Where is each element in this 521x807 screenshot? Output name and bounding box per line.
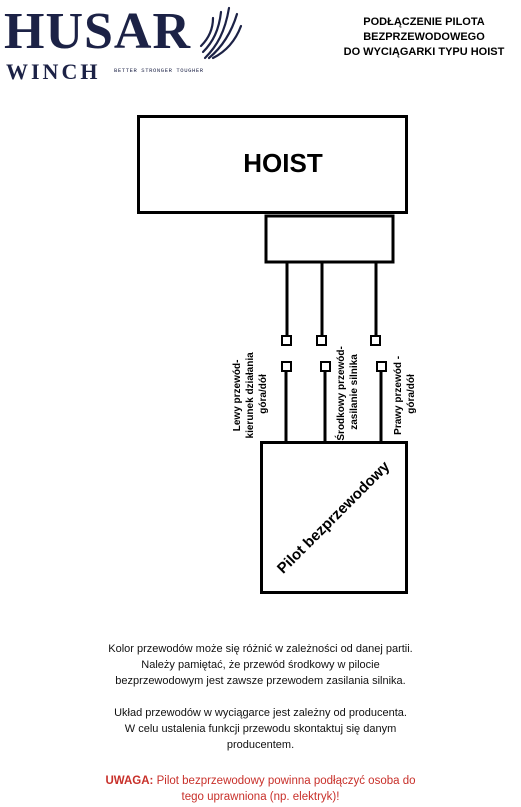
logo-sub: WINCH xyxy=(6,59,101,84)
wire-label-middle: Środkowy przewód- zasilanie silnika xyxy=(334,343,360,440)
wire-label-line: zasilanie silnika xyxy=(349,354,360,430)
wire-label-line: Prawy przewód - xyxy=(393,356,404,435)
remote-box xyxy=(260,441,408,594)
wire-label-line: Lewy przewód- xyxy=(232,360,243,432)
terminal-top-left xyxy=(281,335,292,346)
warning-text: Pilot bezprzewodowy powinna podłączyć os… xyxy=(156,775,416,787)
logo-brand: HUSAR xyxy=(4,3,192,60)
note-line: producentem. xyxy=(226,739,295,751)
hoist-box xyxy=(137,115,408,214)
wire-label-line: Środkowy przewód- xyxy=(334,346,347,440)
logo-tagline: BETTER STRONGER TOUGHER xyxy=(114,67,204,74)
wire-label-line: góra/dół xyxy=(258,374,269,414)
note-line: Układ przewodów w wyciągarce jest zależn… xyxy=(114,707,407,719)
note-paragraph-2: Układ przewodów w wyciągarce jest zależn… xyxy=(20,705,501,753)
warning-label: UWAGA: xyxy=(105,775,154,787)
title-line: PODŁĄCZENIE PILOTA xyxy=(363,16,485,28)
wire-label-right: Prawy przewód - góra/dół xyxy=(393,353,417,435)
terminal-top-right xyxy=(370,335,381,346)
title-line: BEZPRZEWODOWEGO xyxy=(363,31,485,43)
terminal-bottom-right xyxy=(376,361,387,372)
terminal-bottom-middle xyxy=(320,361,331,372)
note-line: Należy pamiętać, że przewód środkowy w p… xyxy=(141,659,380,671)
wing-icon xyxy=(199,6,243,60)
page-title: PODŁĄCZENIE PILOTA BEZPRZEWODOWEGO DO WY… xyxy=(326,15,521,60)
note-line: Kolor przewodów może się różnić w zależn… xyxy=(108,643,413,655)
terminal-bottom-left xyxy=(281,361,292,372)
wire-label-left: Lewy przewód- kierunek działania góra/dó… xyxy=(232,350,269,439)
hoist-label: HOIST xyxy=(243,148,323,178)
title-line: DO WYCIĄGARKI TYPU HOIST xyxy=(343,46,505,58)
connector-block xyxy=(264,214,395,264)
wire-label-line: kierunek działania xyxy=(245,352,256,439)
warning-note: UWAGA: Pilot bezprzewodowy powinna podłą… xyxy=(20,773,501,805)
terminal-top-middle xyxy=(316,335,327,346)
warning-line: UWAGA: Pilot bezprzewodowy powinna podłą… xyxy=(20,773,501,789)
note-line: W celu ustalenia funkcji przewodu skonta… xyxy=(124,723,397,735)
note-paragraph-1: Kolor przewodów może się różnić w zależn… xyxy=(20,641,501,689)
note-line: bezprzewodowym jest zawsze przewodem zas… xyxy=(115,675,406,687)
wire-label-line: góra/dół xyxy=(406,374,417,414)
warning-line: tego uprawniona (np. elektryk)! xyxy=(181,791,340,803)
